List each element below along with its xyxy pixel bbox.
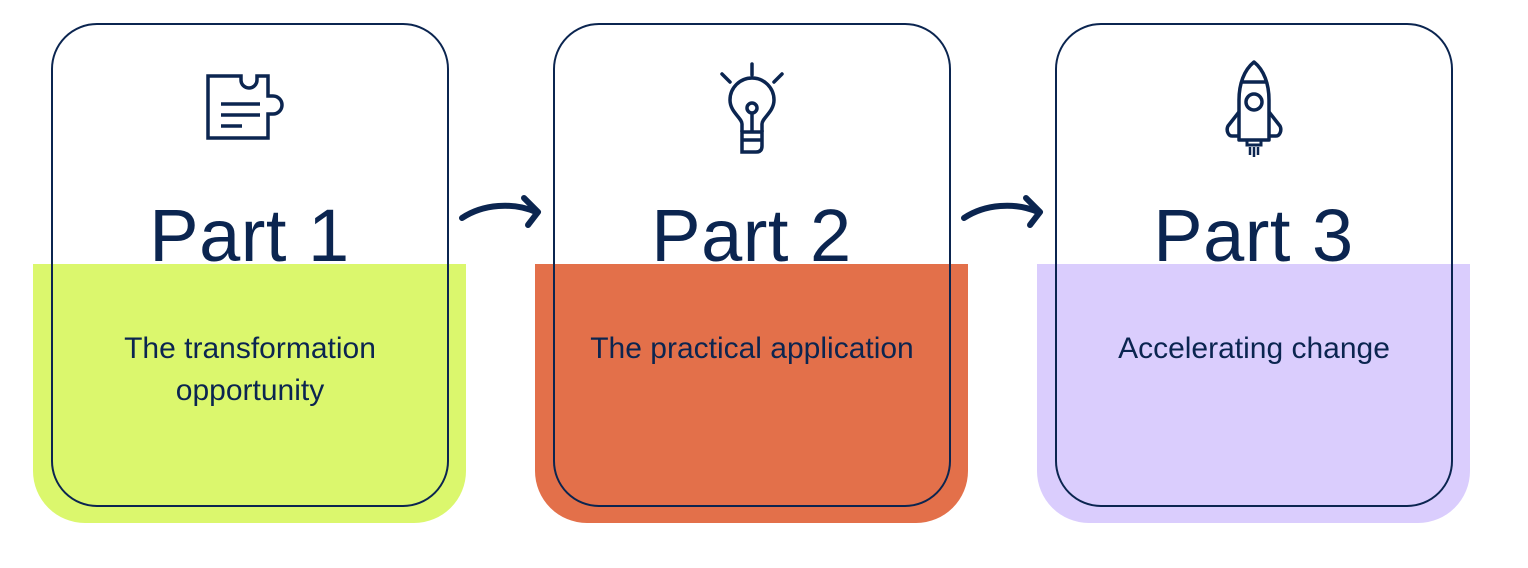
step-1-outline xyxy=(51,23,449,507)
step-card-3: Part 3 Accelerating change xyxy=(1037,0,1477,568)
puzzle-document-icon xyxy=(33,60,466,160)
step-2-description: The practical application xyxy=(590,332,914,365)
step-3-outline xyxy=(1055,23,1453,507)
step-2-outline xyxy=(553,23,951,507)
arrow-right-icon xyxy=(459,195,541,228)
step-1-title: Part 1 xyxy=(149,194,350,264)
step-1-color-block xyxy=(33,264,466,523)
step-1-description: The transformation opportunity xyxy=(124,332,376,407)
step-card-1: Part 1 The transformation opportunity xyxy=(33,0,473,568)
rocket-icon xyxy=(1037,60,1470,160)
arrow-right-icon xyxy=(961,195,1043,228)
step-3-description: Accelerating change xyxy=(1118,332,1390,365)
step-2-color-block xyxy=(535,264,968,523)
step-2-title: Part 2 xyxy=(651,194,852,264)
step-3-title: Part 3 xyxy=(1153,194,1354,264)
lightbulb-icon xyxy=(535,60,968,160)
step-3-color-block xyxy=(1037,264,1470,523)
step-card-2: Part 2 The practical application xyxy=(535,0,975,568)
